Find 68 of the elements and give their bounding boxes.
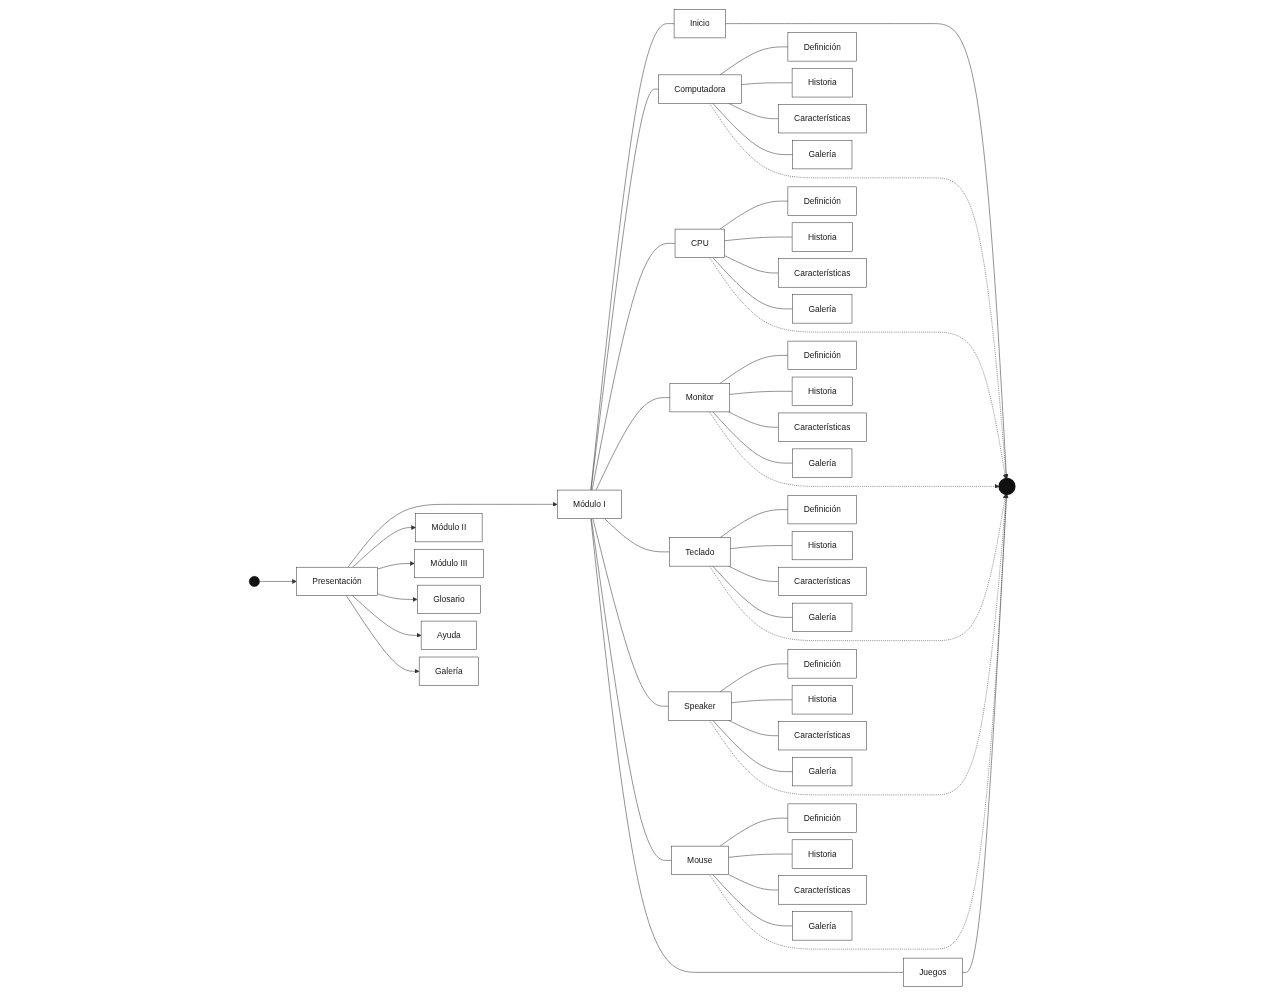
connector xyxy=(712,411,793,464)
connector xyxy=(591,518,672,861)
node-box: Historia xyxy=(791,685,853,715)
connector xyxy=(728,853,793,858)
connector xyxy=(712,565,793,618)
node-box: Definición xyxy=(787,340,857,370)
node-box: Inicio xyxy=(673,9,726,39)
node-box: Características xyxy=(778,258,867,288)
connector xyxy=(604,518,670,553)
connector xyxy=(729,545,793,549)
node-box: Definición xyxy=(787,32,857,62)
node-box: Historia xyxy=(791,68,853,98)
connector xyxy=(731,699,793,704)
connector xyxy=(595,397,671,491)
connector xyxy=(591,243,676,491)
node-box: Definición xyxy=(787,495,857,525)
node-box: Speaker xyxy=(667,691,732,721)
node-box: Historia xyxy=(791,531,853,561)
connector xyxy=(590,518,904,973)
connector xyxy=(724,255,779,274)
node-box: Definición xyxy=(787,186,857,216)
node-box: Historia xyxy=(791,222,853,252)
connector xyxy=(724,236,793,242)
node-box: Monitor xyxy=(669,383,730,413)
node-circle xyxy=(248,576,260,587)
connector xyxy=(712,720,793,772)
connector xyxy=(728,103,779,119)
connector xyxy=(728,720,779,736)
connector xyxy=(719,46,789,76)
node-box: Módulo I xyxy=(557,489,622,519)
node-box: Módulo II xyxy=(415,513,483,543)
connector xyxy=(719,355,789,384)
connector xyxy=(719,509,789,538)
node-box: Mouse xyxy=(671,845,729,875)
node-box: CPU xyxy=(674,228,725,258)
node-box: Galería xyxy=(792,140,853,170)
node-box: Características xyxy=(778,721,867,751)
node-box: Definición xyxy=(787,803,857,833)
node-box: Juegos xyxy=(903,957,963,987)
connector xyxy=(712,103,793,155)
node-box: Galería xyxy=(792,602,853,632)
node-box: Computadora xyxy=(658,74,742,104)
connector xyxy=(728,411,779,428)
node-box: Características xyxy=(778,104,867,134)
connector xyxy=(590,88,659,491)
connector xyxy=(741,82,793,85)
node-box: Galería xyxy=(792,911,853,941)
connector xyxy=(719,663,789,693)
node-box: Características xyxy=(778,566,867,596)
node-box: Definición xyxy=(787,649,857,679)
connector xyxy=(728,565,779,582)
connector xyxy=(590,23,675,491)
node-box: Módulo III xyxy=(414,548,484,579)
node-box: Galería xyxy=(792,757,853,787)
node-box: Galería xyxy=(792,294,853,324)
connector xyxy=(712,257,793,310)
node-box: Ayuda xyxy=(420,620,477,650)
node-box: Historia xyxy=(791,839,853,869)
node-box: Galería xyxy=(792,448,853,478)
node-box: Teclado xyxy=(669,537,731,567)
node-box: Glosario xyxy=(417,584,481,614)
node-box: Galería xyxy=(418,656,479,686)
node-box: Características xyxy=(778,412,867,442)
connector xyxy=(712,874,793,927)
node-box: Presentación xyxy=(296,566,378,596)
connector xyxy=(592,518,669,707)
node-box: Historia xyxy=(791,376,853,406)
node-box: Características xyxy=(778,875,867,905)
